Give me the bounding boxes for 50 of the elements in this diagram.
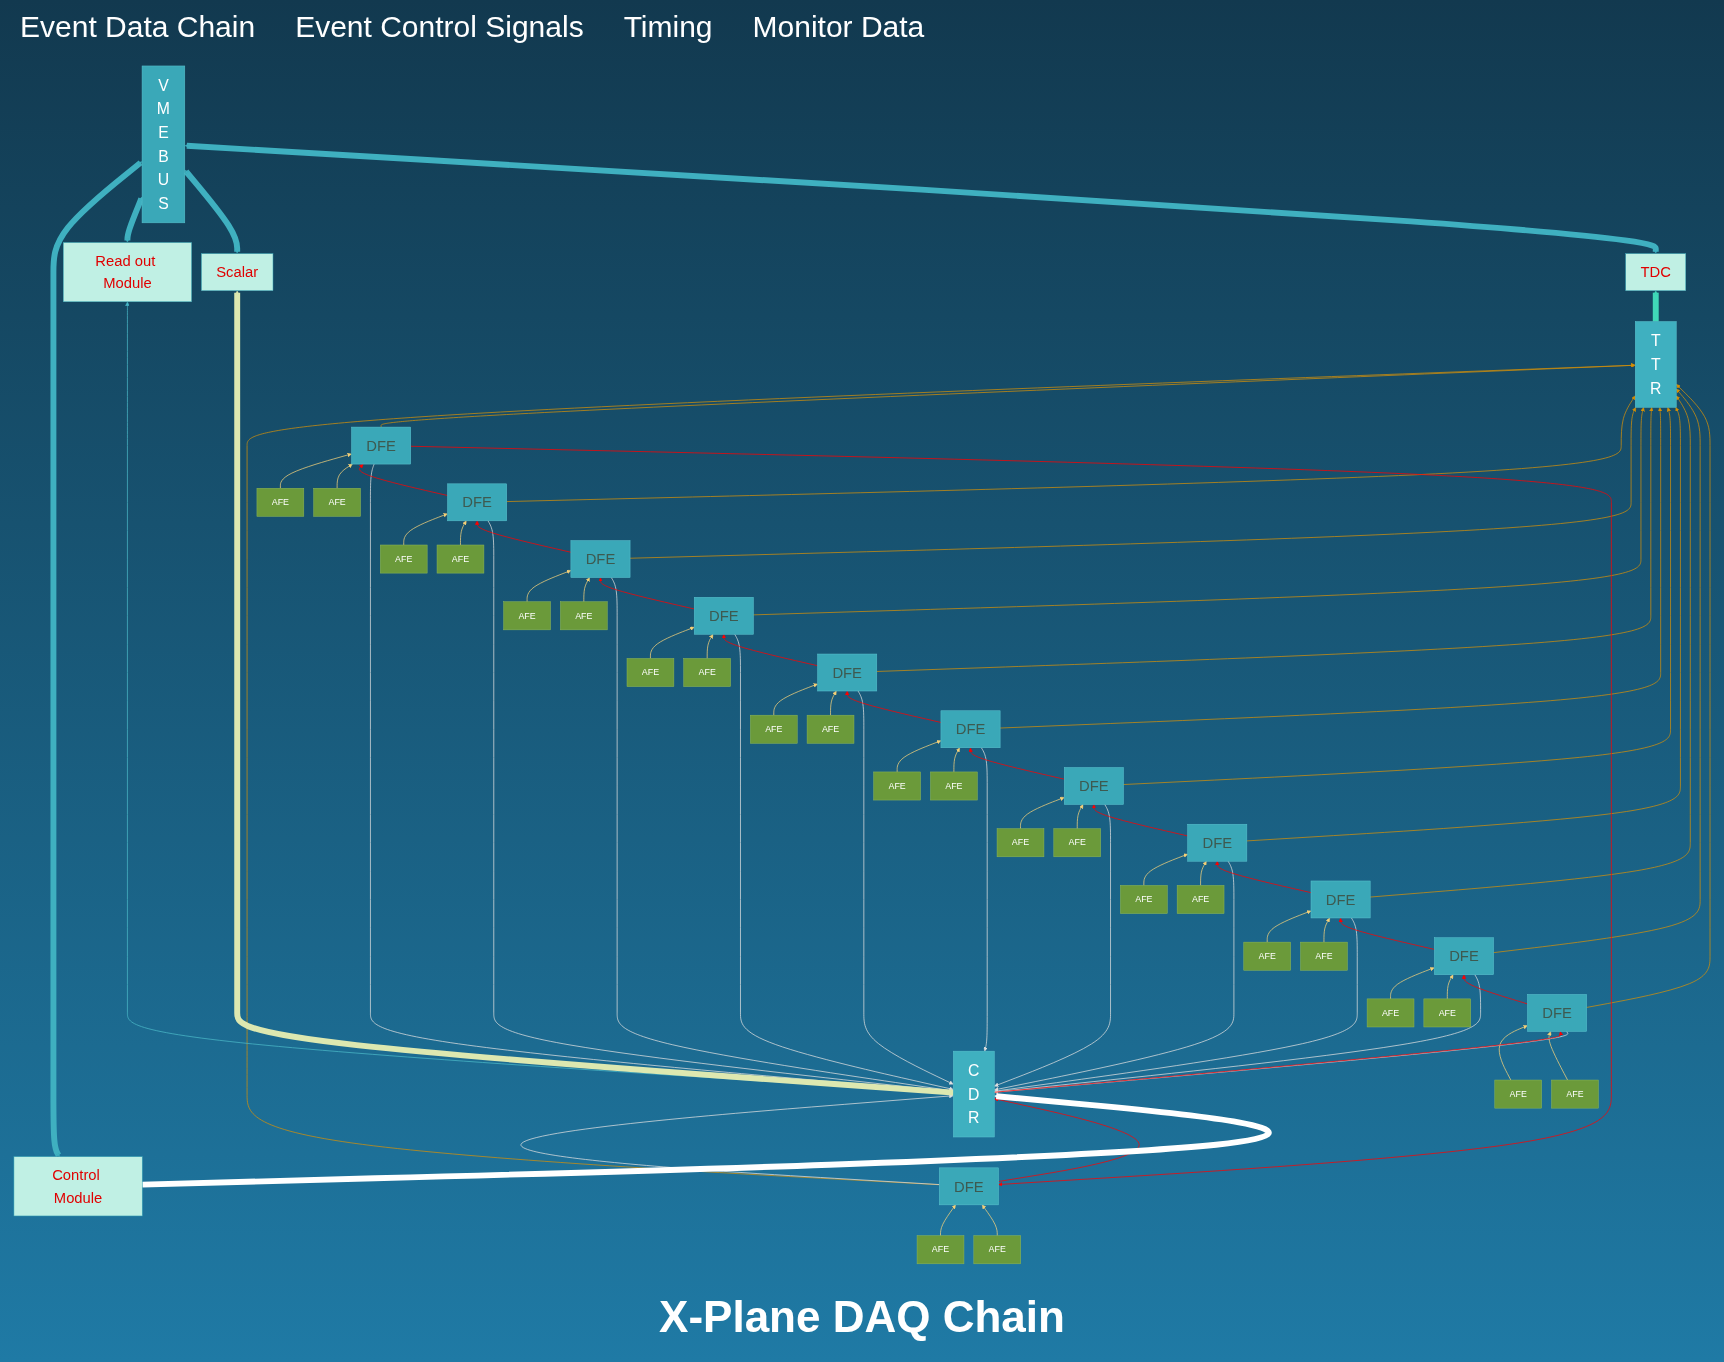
node-box: AFE [930,771,978,801]
arrow [50,160,143,1157]
node-box: DFE [694,597,754,635]
node-box: AFE [996,828,1045,858]
node-box: DFE [351,426,411,465]
node-box: AFE [916,1235,965,1265]
node-box: DFE [940,710,1001,749]
signal-label: Event Control Signals [295,10,584,44]
node-box: AFE [1300,942,1348,971]
node-box: AFE [1366,998,1415,1028]
node-box: AFE [503,601,551,631]
node-box: AFE [1243,942,1291,971]
node-box: AFE [750,715,798,744]
node-box: AFE [683,658,731,687]
node-box: DFE [1310,880,1371,919]
node-box: AFE [256,488,305,517]
arrow [183,169,241,254]
node-box: AFE [1494,1079,1542,1109]
arrow [184,142,1659,255]
node-box: Control Module [13,1156,143,1217]
node-box: AFE [806,715,855,744]
node-box: AFE [380,544,428,574]
node-box: DFE [1527,994,1587,1032]
node-box: DFE [1434,937,1494,976]
node-box: AFE [626,658,675,687]
diagram-title: X-Plane DAQ Chain [658,1292,1066,1342]
node-box: AFE [560,601,608,631]
arrow [1652,290,1659,323]
node-box: AFE [1551,1079,1599,1109]
node-box: Read out Module [63,242,192,303]
node-box: V M E B U S [141,65,186,224]
node-box: AFE [436,544,485,574]
node-box: AFE [1423,998,1471,1028]
node-box: T T R [1635,321,1677,408]
signal-label: Monitor Data [752,10,925,44]
node-box: TDC [1625,253,1686,292]
node-box: AFE [1176,885,1225,914]
node-box: Scalar [201,253,274,292]
node-box: DFE [817,653,878,692]
node-box: AFE [1120,885,1168,914]
node-box: DFE [447,483,507,522]
node-box: DFE [570,540,631,578]
node-box: AFE [873,771,921,801]
node-box: AFE [973,1235,1021,1265]
signal-label: Timing [623,10,713,44]
node-box: DFE [1064,767,1124,805]
node-box: DFE [1187,824,1248,862]
node-box: AFE [313,488,361,517]
signal-label: Event Data Chain [20,10,256,44]
node-box: AFE [1053,828,1101,858]
